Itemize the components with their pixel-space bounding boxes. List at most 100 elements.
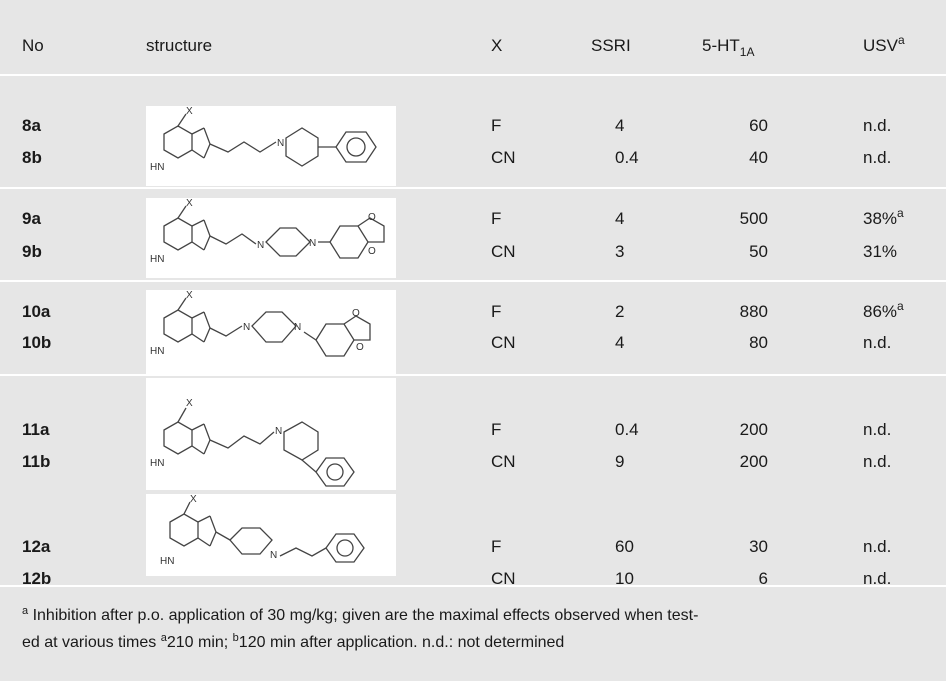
struct9-x: X (186, 198, 193, 209)
struct12-hn: HN (160, 556, 174, 567)
usv-value: n.d. (863, 420, 891, 441)
usv-text: 38% (863, 209, 898, 228)
struct9-n2: N (309, 238, 316, 249)
struct11-x: X (186, 398, 193, 409)
compound-number: 11a (22, 420, 50, 439)
ssri-value: 4 (615, 209, 625, 228)
header-structure: structure (146, 36, 213, 55)
header-usv-text: USV (863, 36, 898, 55)
substituent-x: CN (491, 452, 516, 471)
structure-11: X HN N (146, 378, 396, 490)
compound-number: 9b (22, 242, 42, 261)
usv-text: n.d. (863, 148, 892, 167)
substituent-x: F (491, 209, 502, 228)
ht1a-value: 880 (739, 302, 768, 321)
ht1a-value: 30 (749, 537, 768, 556)
ht1a-value: 60 (749, 116, 768, 135)
footnote-sup-b: b (232, 632, 239, 644)
compound-number: 8a (22, 116, 41, 135)
substituent-x: F (491, 537, 502, 556)
footnote-part2: ed at various times (22, 634, 161, 651)
struct10-hn: HN (150, 346, 164, 357)
substituent-x: CN (491, 569, 516, 588)
struct10-n1: N (243, 322, 250, 333)
usv-sup: a (897, 299, 904, 313)
substituent-x: F (491, 302, 502, 321)
header-usv: USVa (863, 33, 905, 57)
compound-number: 12a (22, 537, 51, 556)
struct8-n: N (277, 138, 284, 149)
usv-value: n.d. (863, 333, 891, 354)
ht1a-value: 200 (739, 420, 768, 439)
ht1a-value: 500 (739, 209, 768, 228)
footnote-sup-a: a (22, 605, 29, 617)
struct8-hn: HN (150, 162, 164, 173)
group-separator (0, 280, 946, 282)
structure-10: X HN N N O O (146, 290, 396, 374)
ssri-value: 9 (615, 452, 625, 471)
ht1a-value: 80 (749, 333, 768, 352)
group-separator (0, 187, 946, 189)
group-separator (0, 374, 946, 376)
struct10-o1: O (352, 308, 360, 319)
usv-value: 38%a (863, 206, 904, 230)
usv-sup: a (897, 206, 904, 220)
footnote-sup-a2: a (160, 632, 167, 644)
struct11-hn: HN (150, 458, 164, 469)
usv-text: n.d. (863, 333, 892, 352)
substituent-x: F (491, 420, 502, 439)
usv-text: n.d. (863, 420, 892, 439)
usv-text: n.d. (863, 537, 892, 556)
struct11-n: N (275, 426, 282, 437)
usv-text: 86% (863, 302, 898, 321)
usv-value: n.d. (863, 452, 891, 473)
usv-value: n.d. (863, 148, 891, 169)
usv-text: n.d. (863, 116, 892, 135)
usv-value: n.d. (863, 537, 891, 558)
structure-9: X HN N N O O (146, 198, 396, 278)
usv-text: n.d. (863, 452, 892, 471)
substituent-x: CN (491, 333, 516, 352)
structure-12: X HN N (146, 494, 396, 576)
header-5ht-main: 5-HT (702, 36, 740, 55)
struct9-n1: N (257, 240, 264, 251)
ht1a-value: 40 (749, 148, 768, 167)
compound-number: 10b (22, 333, 52, 352)
usv-text: n.d. (863, 569, 892, 588)
usv-value: 86%a (863, 299, 904, 323)
substituent-x: CN (491, 148, 516, 167)
struct9-o1: O (368, 212, 376, 223)
ht1a-value: 50 (749, 242, 768, 261)
struct12-x: X (190, 494, 197, 505)
struct9-o2: O (368, 246, 376, 257)
usv-text: 31% (863, 242, 898, 261)
ssri-value: 3 (615, 242, 625, 261)
footer-separator (0, 585, 946, 587)
structure-8: X HN N (146, 106, 396, 186)
footnote-part1: Inhibition after p.o. application of 30 … (28, 607, 699, 624)
footnote-part3: 210 min; (166, 634, 233, 651)
struct10-x: X (186, 290, 193, 301)
ssri-value: 2 (615, 302, 625, 321)
ssri-value: 0.4 (615, 148, 639, 167)
footnote-part4: 120 min after application. n.d.: not det… (238, 634, 565, 651)
struct10-n2: N (294, 322, 301, 333)
header-5ht-sub: 1A (739, 45, 755, 59)
header-5ht1a: 5-HT1A (702, 36, 755, 59)
compound-number: 11b (22, 452, 51, 471)
ssri-value: 0.4 (615, 420, 639, 439)
substituent-x: CN (491, 242, 516, 261)
ssri-value: 4 (615, 333, 625, 352)
header-usv-sup: a (897, 33, 905, 47)
struct12-n: N (270, 550, 277, 561)
table-header: No structure X SSRI 5-HT1A USVa (0, 0, 946, 76)
substituent-x: F (491, 116, 502, 135)
struct8-x: X (186, 106, 193, 117)
compound-number: 9a (22, 209, 41, 228)
footnote: a Inhibition after p.o. application of 3… (22, 603, 937, 657)
usv-value: 31% (863, 242, 897, 263)
ht1a-value: 6 (758, 569, 768, 588)
usv-value: n.d. (863, 116, 891, 137)
compound-number: 12b (22, 569, 52, 588)
